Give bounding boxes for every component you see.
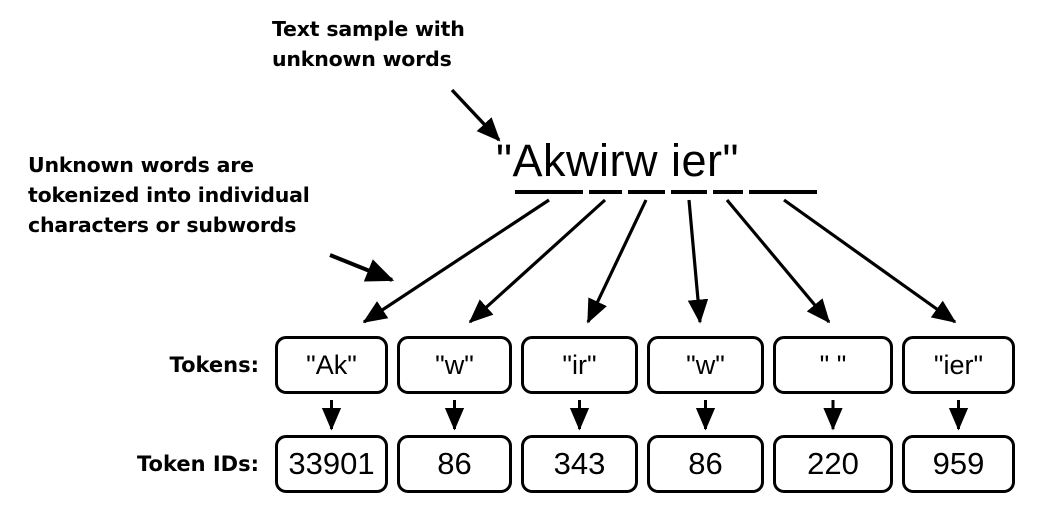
- arrow-segment-to-token-4: [687, 199, 709, 324]
- segment-underline-sp: [713, 190, 743, 194]
- arrow-segment-to-token-3: [586, 199, 648, 324]
- token-id-box[interactable]: 86: [647, 435, 764, 493]
- arrow-left-annotation: [329, 253, 395, 282]
- segment-underline-ier: [749, 190, 817, 194]
- token-box[interactable]: "Ak": [275, 336, 388, 394]
- token-box[interactable]: "w": [397, 336, 512, 394]
- token-box[interactable]: "ier": [902, 336, 1015, 394]
- token-box[interactable]: " ": [773, 336, 893, 394]
- annotation-text-sample: Text sample with unknown words: [272, 17, 465, 71]
- token-box[interactable]: "w": [647, 336, 764, 394]
- token-id-box[interactable]: 86: [397, 435, 512, 493]
- annotation-unknown-words: Unknown words are tokenized into individ…: [28, 153, 310, 237]
- tokens-row-label: Tokens:: [169, 353, 259, 377]
- token-box[interactable]: "ir": [521, 336, 638, 394]
- token-id-box[interactable]: 33901: [275, 435, 388, 493]
- arrow-segment-to-token-1: [362, 198, 550, 324]
- segment-underline-ak: [515, 190, 583, 194]
- segment-underline-w1: [589, 190, 622, 194]
- token-id-box[interactable]: 220: [773, 435, 893, 493]
- segment-underline-ir: [628, 190, 665, 194]
- arrow-top-annotation: [450, 88, 501, 142]
- token-id-box[interactable]: 959: [902, 435, 1015, 493]
- arrow-segment-to-token-5: [725, 198, 831, 324]
- token-ids-row-label: Token IDs:: [136, 452, 259, 476]
- segment-underline-w2: [671, 190, 707, 194]
- sample-text: "Akwirw ier": [496, 135, 739, 186]
- token-id-box[interactable]: 343: [521, 435, 638, 493]
- arrow-segment-to-token-6: [783, 198, 957, 324]
- arrow-segment-to-token-2: [468, 198, 607, 324]
